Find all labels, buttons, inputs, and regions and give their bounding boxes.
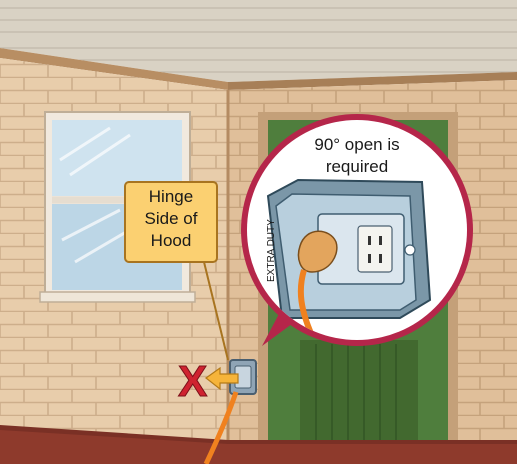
exterior-outlet-icon bbox=[268, 180, 430, 318]
bubble-line-1: 90° open is bbox=[314, 135, 399, 154]
wrong-side-x-icon: X bbox=[178, 357, 207, 406]
bubble-line-2: required bbox=[326, 157, 388, 176]
wrong-side-x-text: X bbox=[178, 357, 207, 406]
callout-line-2: Side of bbox=[145, 209, 198, 228]
callout-line-1: Hinge bbox=[149, 187, 193, 206]
outlet-duty-label: EXTRA DUTY bbox=[266, 219, 277, 282]
hinge-side-callout: Hinge Side of Hood bbox=[125, 182, 217, 262]
zoom-bubble: 90° open is required EXTRA DUTY bbox=[241, 114, 473, 346]
callout-line-3: Hood bbox=[151, 231, 192, 250]
